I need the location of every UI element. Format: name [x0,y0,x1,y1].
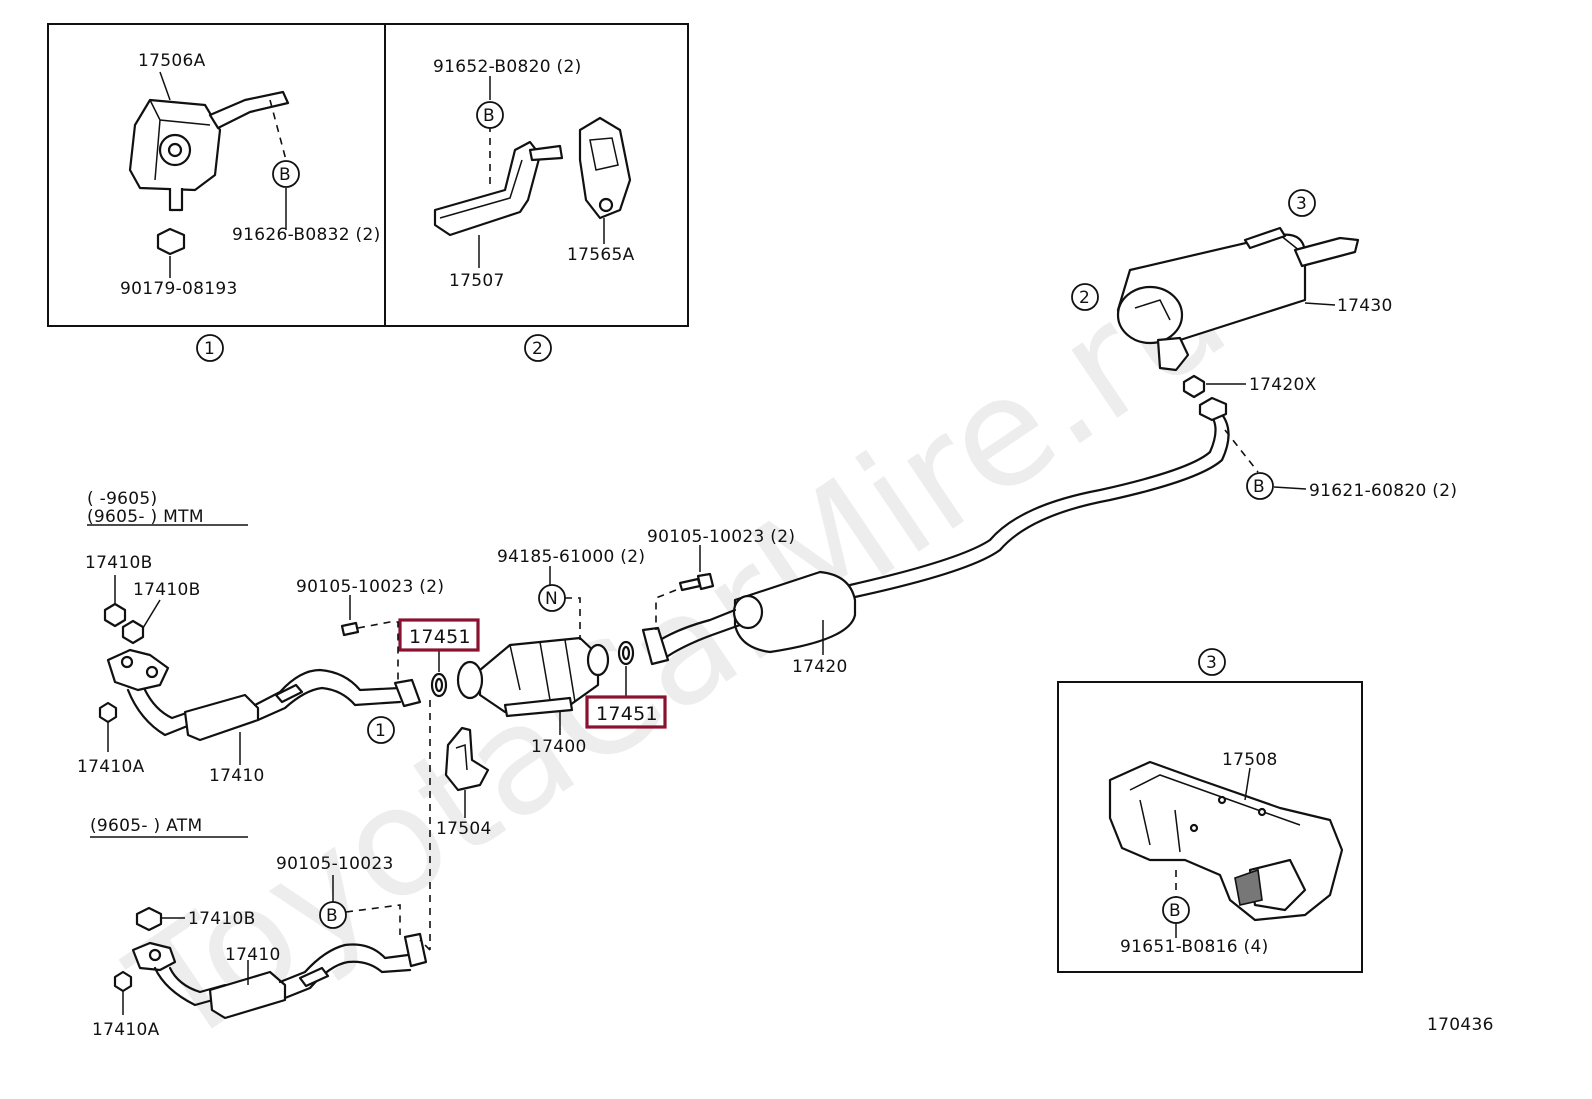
bolt-91621-drawing [1224,429,1307,490]
svg-text:B: B [279,165,291,185]
label-90105-atm: 90105-10023 [276,854,394,874]
svg-text:B: B [1253,477,1265,497]
callout-b-inset3: B [1162,896,1190,924]
muffler-drawing [1116,226,1360,372]
gasket-front-drawing [430,650,448,698]
callout-n: N [538,584,566,612]
label-91621-60820: 91621-60820 (2) [1309,481,1457,501]
svg-text:3: 3 [1296,194,1307,214]
callout-3-muffler: 3 [1288,189,1316,217]
center-pipe-drawing [641,396,1230,666]
svg-text:B: B [483,106,495,126]
svg-text:2: 2 [532,339,543,359]
inset2-bracket-drawing [433,76,632,268]
inset-panel-top [47,23,689,327]
inset3-frame [1057,681,1363,973]
label-90105-mid: 90105-10023 (2) [647,527,795,547]
callout-1-mtm: 1 [367,716,395,744]
inset3-bracket-drawing [1108,760,1344,938]
inset3-caption: 3 [1198,648,1226,676]
label-91626-B0832: 91626-B0832 (2) [232,225,381,245]
inset2-caption: 2 [524,334,552,362]
label-91652-B0820: 91652-B0820 (2) [433,57,582,77]
callout-b-atm: B [319,901,347,929]
callout-b-tail: B [1246,472,1274,500]
front-pipe-mtm-drawing [98,575,431,950]
label-17420: 17420 [792,657,848,677]
converter-drawing [456,566,610,735]
label-mtm-range2: (9605- ) MTM [87,507,204,527]
label-94185-61000: 94185-61000 (2) [497,547,645,567]
gasket-rear-drawing [617,640,635,697]
front-pipe-atm-drawing [113,875,431,1020]
label-17400: 17400 [531,737,587,757]
highlight-box-front [398,618,480,652]
label-90105-mtm: 90105-10023 (2) [296,577,444,597]
callout-2-muffler: 2 [1071,283,1099,311]
bracket-17504-drawing [444,726,490,818]
label-17504: 17504 [436,819,492,839]
label-17410B-atm: 17410B [188,909,256,929]
highlight-box-rear [585,695,667,729]
svg-text:3: 3 [1206,653,1217,673]
svg-text:B: B [1169,901,1181,921]
svg-text:1: 1 [204,339,215,359]
diagram-id: 170436 [1427,1015,1494,1035]
callout-b-inset2: B [476,101,504,129]
label-17451-front: 17451 [409,626,471,648]
label-17410-atm: 17410 [225,945,281,965]
inset1-caption: 1 [196,334,224,362]
gasket-17420x-drawing [1182,374,1246,399]
label-17410B-b: 17410B [133,580,201,600]
label-17410B-a: 17410B [85,553,153,573]
label-17430: 17430 [1337,296,1393,316]
label-17451-rear: 17451 [596,703,658,725]
svg-text:B: B [326,906,338,926]
label-90179-08193: 90179-08193 [120,279,238,299]
svg-text:1: 1 [375,721,386,741]
label-atm-range: (9605- ) ATM [90,816,202,836]
callout-b-inset1: B [272,160,300,188]
label-17508: 17508 [1222,750,1278,770]
label-17507: 17507 [449,271,505,291]
label-17410A-atm: 17410A [92,1020,160,1040]
bolt-mid-drawing [655,545,715,630]
inset1-hanger-drawing [128,71,290,278]
svg-text:N: N [545,589,558,609]
label-17410-mtm: 17410 [209,766,265,786]
label-17420X: 17420X [1249,375,1317,395]
label-17565A: 17565A [567,245,635,265]
label-17410A-mtm: 17410A [77,757,145,777]
label-91651-B0816: 91651-B0816 (4) [1120,937,1269,957]
svg-text:2: 2 [1079,288,1090,308]
label-17506A: 17506A [138,51,206,71]
label-mtm-range1: ( -9605) [87,489,157,509]
